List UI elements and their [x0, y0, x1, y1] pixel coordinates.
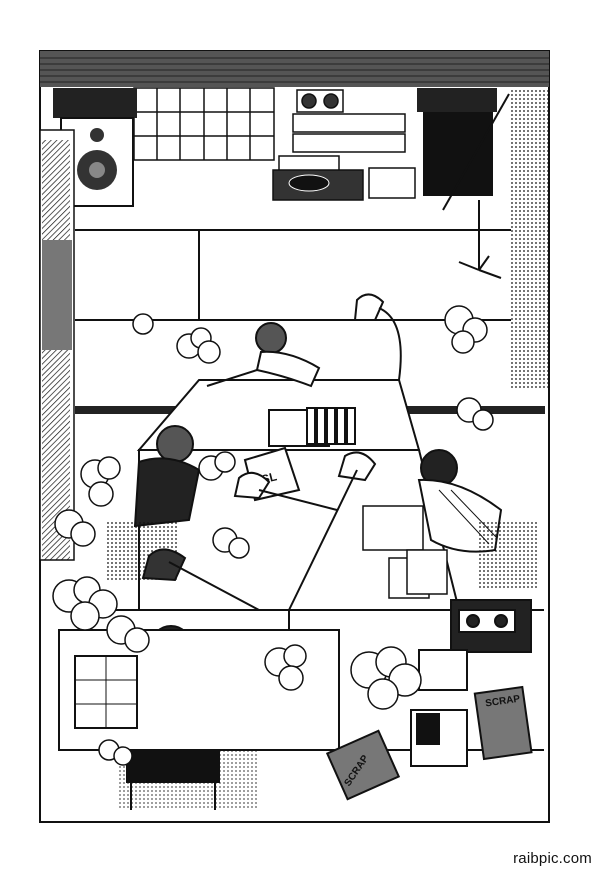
patterned-curtain [511, 90, 548, 390]
artist-left [107, 425, 201, 580]
ceiling-beam [40, 51, 549, 87]
desk-lamp-back [353, 293, 402, 411]
artist-top [206, 322, 321, 388]
watermark: raibpic.com [513, 850, 592, 867]
left-bookshelf [39, 129, 75, 561]
swing-arm-lamps [141, 451, 377, 611]
right-speaker [417, 88, 497, 196]
artist-right [417, 449, 539, 590]
cassette-recorder [450, 599, 532, 653]
smoke-clouds [52, 305, 494, 766]
papers-on-desk [362, 505, 448, 599]
scrap-book-right-label: SCRAP [485, 694, 522, 710]
stereo-rack [272, 89, 416, 201]
central-drafting-desk [136, 379, 461, 611]
manga-panel: KSL [39, 50, 550, 823]
studio-room-illustration: KSL [39, 50, 550, 823]
microphone-stand [442, 93, 510, 279]
floor-books [325, 649, 533, 801]
